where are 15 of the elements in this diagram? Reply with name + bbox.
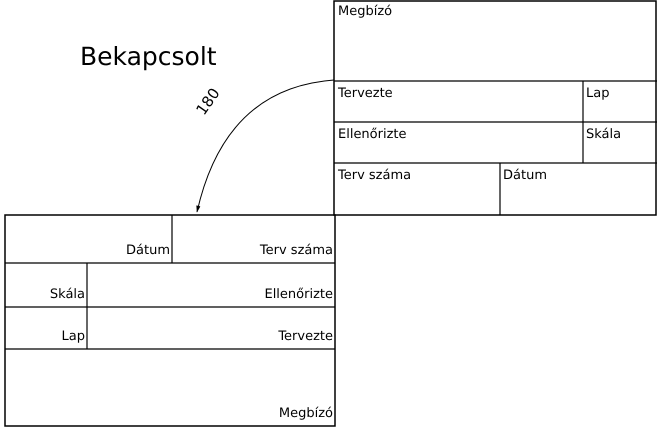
field-label: Tervezte — [278, 329, 333, 345]
field-label: Lap — [62, 329, 85, 345]
field-label: Ellenőrizte — [338, 127, 407, 143]
field-label: Skála — [586, 127, 622, 143]
field-label: Tervezte — [338, 86, 393, 102]
field-label: Lap — [586, 86, 610, 102]
field-label: Terv száma — [338, 168, 412, 184]
field-label: Megbízó — [278, 406, 333, 422]
field-label: Ellenőrizte — [264, 287, 333, 303]
heading-text: Bekapcsolt — [80, 42, 217, 71]
field-label: Megbízó — [338, 4, 392, 20]
field-label: Dátum — [503, 168, 547, 184]
field-label: Dátum — [126, 243, 170, 259]
field-label: Skála — [50, 287, 85, 303]
field-label: Terv száma — [260, 243, 333, 259]
